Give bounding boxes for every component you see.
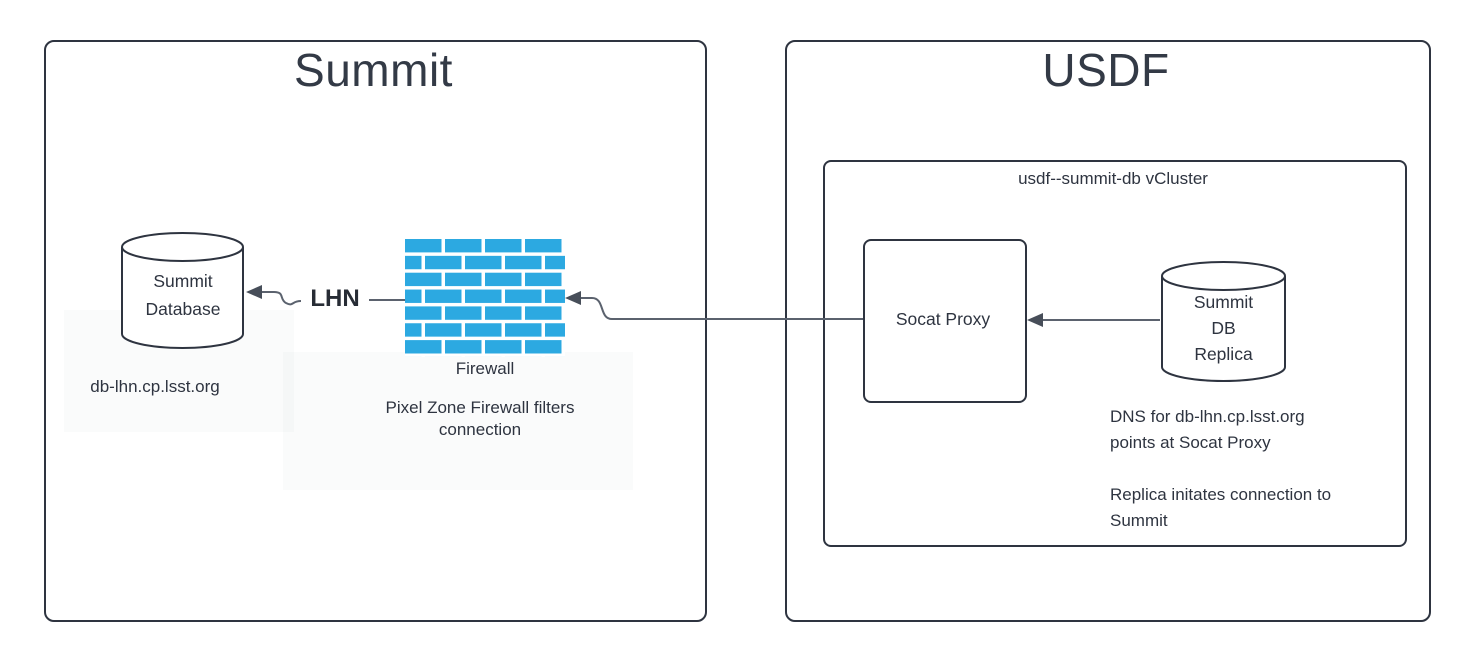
note-replica: Replica initates connection to Summit (1110, 482, 1430, 534)
note-dns-line1: DNS for db-lhn.cp.lsst.org (1110, 407, 1305, 426)
summit-database-label: Summit Database (119, 267, 247, 323)
summit-db-replica-cylinder (1161, 261, 1286, 382)
summit-database-hostname: db-lhn.cp.lsst.org (90, 377, 220, 396)
summit-database-label-line1: Summit (153, 271, 213, 291)
lhn-link-label: LHN (310, 285, 360, 312)
firewall-caption: Pixel Zone Firewall filters connection (385, 398, 575, 439)
vcluster-notes: DNS for db-lhn.cp.lsst.org points at Soc… (1110, 404, 1430, 534)
note-dns: DNS for db-lhn.cp.lsst.org points at Soc… (1110, 404, 1430, 456)
usdf-zone-title: USDF (1042, 44, 1170, 96)
note-dns-line2: points at Socat Proxy (1110, 433, 1271, 452)
vcluster-label: usdf--summit-db vCluster (1018, 169, 1208, 188)
firewall-icon (405, 239, 565, 357)
replica-label-line1: Summit (1193, 292, 1254, 312)
replica-label-line2: DB (1211, 318, 1236, 338)
summit-zone-title: Summit (294, 44, 453, 96)
socat-proxy-label: Socat Proxy (895, 309, 991, 329)
summit-zone-box (44, 40, 707, 622)
note-replica-line2: Summit (1110, 511, 1168, 530)
summit-database-cylinder (121, 232, 244, 349)
summit-database-label-line2: Database (145, 299, 221, 319)
socat-proxy-box (863, 239, 1027, 403)
firewall-label: Firewall (455, 359, 515, 378)
vcluster-box (823, 160, 1407, 547)
usdf-zone-box (785, 40, 1431, 622)
summit-db-replica-label: Summit DB Replica (1159, 289, 1288, 367)
note-replica-line1: Replica initates connection to (1110, 485, 1332, 504)
replica-label-line3: Replica (1194, 344, 1253, 364)
